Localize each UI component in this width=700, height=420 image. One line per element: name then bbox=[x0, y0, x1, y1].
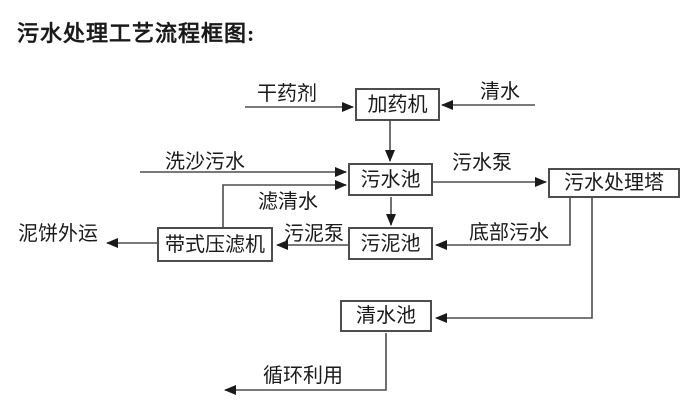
edge-recycling-arrow bbox=[224, 333, 387, 395]
node-treatment-tower: 污水处理塔 bbox=[548, 168, 680, 198]
label-sand-wash-sewage: 洗沙污水 bbox=[165, 151, 245, 173]
label-clean-water: 清水 bbox=[480, 81, 520, 103]
node-clean-water-pool: 清水池 bbox=[340, 300, 432, 332]
label-dry-agent: 干药剂 bbox=[257, 83, 317, 105]
page-title: 污水处理工艺流程框图: bbox=[17, 21, 256, 46]
node-sewage-pool: 污水池 bbox=[348, 163, 433, 196]
label-sludge-pump: 污泥泵 bbox=[284, 223, 344, 245]
node-dosing-machine: 加药机 bbox=[355, 88, 440, 121]
label-recycling: 循环利用 bbox=[263, 365, 343, 387]
edge-bottom-sewage-arrow bbox=[435, 198, 571, 250]
edge-tower-to-clean-pool-arrow bbox=[435, 198, 593, 323]
label-filtered-water: 滤清水 bbox=[258, 191, 318, 213]
label-mud-cake-outbound: 泥饼外运 bbox=[18, 223, 98, 245]
label-bottom-sewage: 底部污水 bbox=[469, 222, 549, 244]
node-belt-filter-press: 带式压滤机 bbox=[157, 227, 273, 262]
node-sludge-pool: 污泥池 bbox=[348, 227, 433, 260]
edge-filtered-water-arrow bbox=[222, 180, 347, 227]
label-sewage-pump: 污水泵 bbox=[452, 152, 512, 174]
